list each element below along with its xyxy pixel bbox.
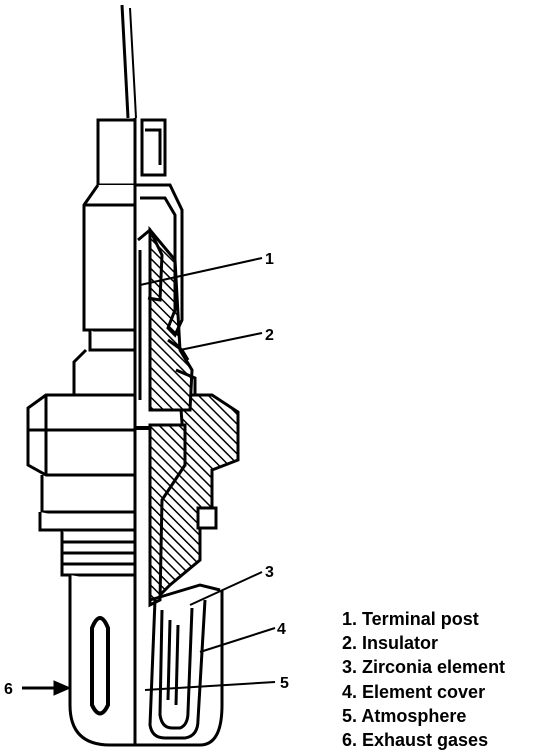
leader-lines <box>139 257 276 691</box>
zirconia-element <box>148 583 224 740</box>
callout-1: 1 <box>265 251 274 268</box>
lower-body-section <box>148 423 187 608</box>
leader-line-4 <box>199 627 276 653</box>
legend-item-exhaust-gases: 6. Exhaust gases <box>342 730 489 751</box>
legend-item-zirconia-element: 3. Zirconia element <box>342 657 506 678</box>
exhaust-arrow <box>22 680 72 696</box>
leader-line-1 <box>139 257 263 286</box>
lead-wire <box>120 4 130 119</box>
legend-item-insulator: 2. Insulator <box>342 633 439 654</box>
legend-item-terminal-post: 1. Terminal post <box>342 609 479 629</box>
legend: 1. Terminal post 2. Insulator 3. Zirconi… <box>342 607 505 752</box>
callout-5: 5 <box>280 675 289 692</box>
legend-item-atmosphere: 5. Atmosphere <box>342 705 467 726</box>
leader-line-2 <box>179 332 263 351</box>
callout-4: 4 <box>277 621 286 638</box>
legend-item-element-cover: 4. Element cover <box>342 681 486 702</box>
protective-tube-slot <box>90 616 110 716</box>
sealing-ring <box>196 506 218 530</box>
callout-6: 6 <box>4 681 13 698</box>
callout-3: 3 <box>265 564 274 581</box>
leader-line-5 <box>144 681 276 691</box>
callout-2: 2 <box>265 327 274 344</box>
leader-line-3 <box>189 571 263 606</box>
